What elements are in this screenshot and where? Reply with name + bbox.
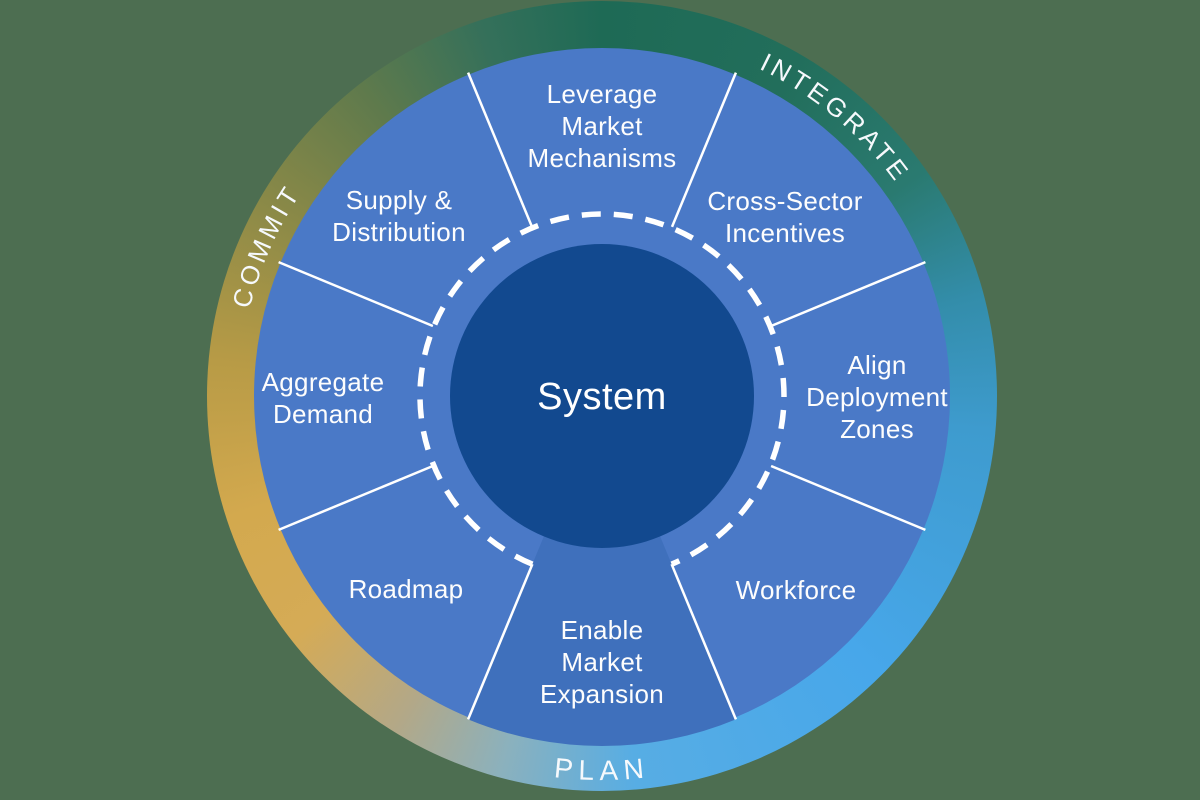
segment-dividers (278, 72, 926, 720)
segment-label-aggregate-demand: Aggregate Demand (262, 366, 385, 430)
segment-label-line: Supply & (345, 185, 453, 215)
segment-label-roadmap: Roadmap (349, 573, 464, 605)
segment-label-enable-market-expansion: Enable Market Expansion (540, 614, 664, 710)
phase-label-commit: COMMIT (226, 179, 307, 311)
segment-label-line: Roadmap (348, 574, 464, 604)
system-label: System (537, 376, 667, 418)
segment-label-line: Incentives (724, 218, 846, 248)
segment-label-line: Expansion (539, 679, 665, 709)
segment-label-leverage-market-mechanisms: Leverage Market Mechanisms (528, 78, 677, 174)
segment-label-line: Leverage (546, 79, 658, 109)
segment-divider (278, 260, 434, 328)
segment-label-line: Zones (840, 414, 914, 444)
segment-label-line: Enable (560, 615, 644, 645)
segment-label-line: Cross-Sector (707, 186, 863, 216)
segment-label-line: Market (561, 111, 643, 141)
segment-divider (466, 563, 534, 720)
segment-divider (466, 72, 534, 228)
segment-divider (670, 563, 738, 720)
inner-dashed-ring (417, 211, 787, 567)
segment-divider (770, 464, 926, 532)
segment-divider (770, 260, 926, 328)
phase-label-plan: PLAN (553, 752, 651, 786)
segment-label-line: Demand (272, 399, 374, 429)
segment-label-line: Distribution (332, 217, 466, 247)
segment-label-workforce: Workforce (736, 574, 857, 606)
segment-label-line: Workforce (735, 575, 857, 605)
segment-label-cross-sector-incentives: Cross-Sector Incentives (707, 185, 862, 249)
system-core-circle (450, 244, 754, 548)
segment-label-line: Market (561, 647, 643, 677)
phase-label-integrate: INTEGRATE (756, 47, 917, 188)
segment-label-line: Aggregate (261, 367, 385, 397)
segment-label-line: Align (847, 350, 907, 380)
segment-label-line: Mechanisms (527, 143, 677, 173)
segment-label-supply-distribution: Supply & Distribution (332, 184, 466, 248)
segment-divider (278, 464, 434, 532)
segment-label-line: Deployment (806, 382, 948, 412)
segment-divider (670, 72, 738, 228)
enable-expansion-wedge (468, 396, 736, 747)
segment-label-align-deployment-zones: Align Deployment Zones (806, 349, 948, 445)
